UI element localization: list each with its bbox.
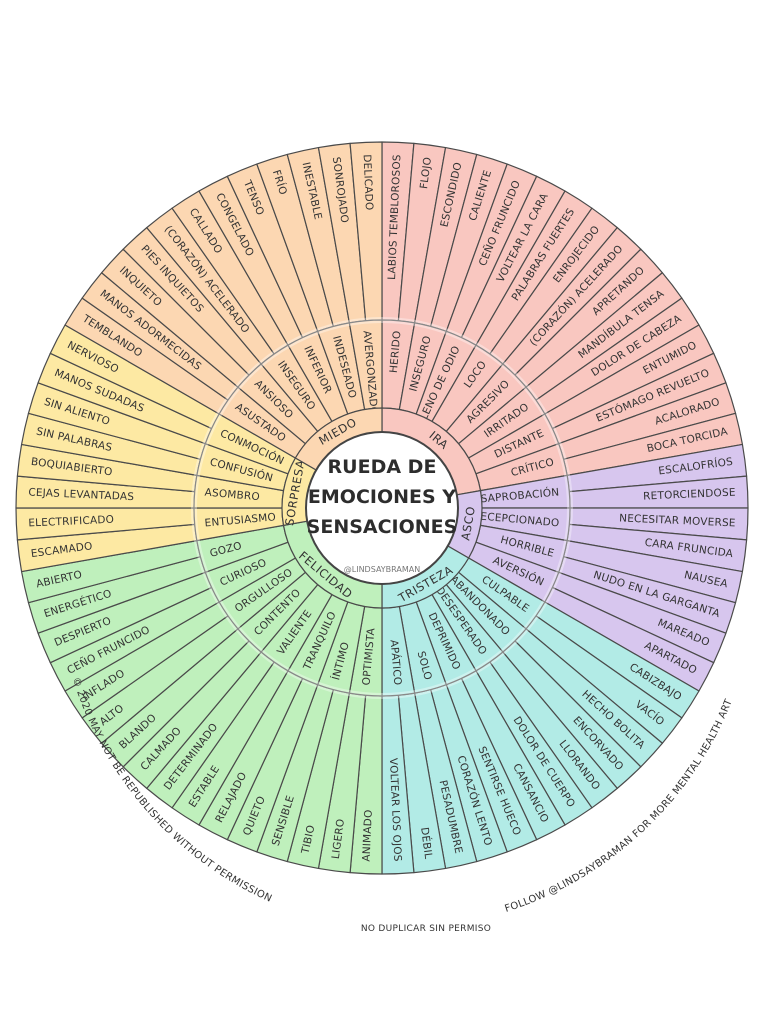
outer-label: RETORCIENDOSE — [643, 487, 736, 503]
core-label: ASCO — [458, 505, 478, 542]
outer-label: VOLTEAR LOS OJOS — [387, 758, 404, 862]
middle-label: OPTIMISTA — [361, 627, 378, 686]
outer-label: ELECTRIFICADO — [28, 514, 114, 530]
footer-bottom-no-duplicar: NO DUPLICAR SIN PERMISO — [361, 924, 491, 934]
outer-label: DELICADO — [361, 154, 375, 211]
outer-label: DÉBIL — [418, 826, 435, 859]
title-line-3: SENSACIONES — [307, 516, 458, 538]
outer-label: CEJAS LEVANTADAS — [28, 487, 134, 504]
outer-label: FLOJO — [418, 156, 434, 189]
outer-label: ANIMADO — [361, 809, 375, 862]
outer-label: LIGERO — [330, 818, 347, 860]
middle-label: ASOMBRO — [204, 487, 260, 504]
middle-label: HERIDO — [388, 330, 404, 373]
outer-label: NECESITAR MOVERSE — [619, 512, 736, 529]
middle-label: APÁTICO — [388, 639, 405, 686]
ring-highlight — [191, 317, 573, 699]
title-line-2: EMOCIONES Y — [308, 486, 456, 508]
handle-text: @LINDSAYBRAMAN — [344, 565, 420, 574]
center-circle: RUEDA DE EMOCIONES Y SENSACIONES @LINDSA… — [305, 431, 459, 585]
outer-label: LABIOS TEMBLOROSOS — [386, 154, 403, 280]
title-line-1: RUEDA DE — [328, 456, 437, 478]
